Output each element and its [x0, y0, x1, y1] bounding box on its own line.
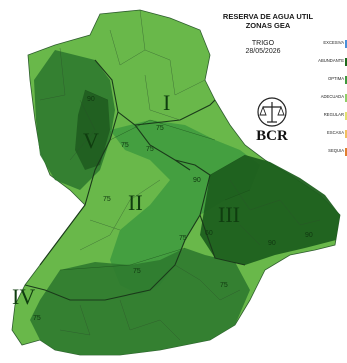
- zone-label-i: I: [163, 90, 171, 115]
- isoline-label: 75: [103, 196, 111, 203]
- isoline-label: 75: [146, 146, 154, 153]
- zone-label-v: V: [83, 128, 99, 153]
- date-label: 28/05/2026: [245, 48, 281, 55]
- legend-item: ABUNDANTE: [308, 58, 347, 68]
- legend-label: ESCASA: [327, 130, 344, 135]
- map-region-v-darker: [75, 90, 110, 170]
- isoline-label: 75: [121, 142, 129, 149]
- map-region-iii-dark: [200, 155, 340, 265]
- legend-swatch: [345, 76, 347, 84]
- legend-swatch: [345, 58, 347, 66]
- legend-swatch: [345, 148, 347, 156]
- legend-swatch: [345, 94, 347, 102]
- legend-item: EXCESIVA: [308, 40, 347, 50]
- legend-swatch: [345, 112, 347, 120]
- bcr-logo: BCR: [254, 96, 290, 146]
- title-line1: RESERVA DE AGUA UTIL: [222, 12, 314, 21]
- zone-label-ii: II: [128, 190, 143, 215]
- isoline-label: 90: [268, 240, 276, 247]
- zone-label-iii: III: [218, 202, 240, 227]
- isoline-label: 75: [179, 235, 187, 242]
- subtitle-block: TRIGO 28/05/2026: [238, 40, 288, 56]
- isoline-label: 75: [133, 268, 141, 275]
- legend-swatch: [345, 130, 347, 138]
- zone-label-iv: IV: [12, 284, 36, 309]
- isoline-label: 75: [156, 125, 164, 132]
- isoline-label: 90: [193, 177, 201, 184]
- legend-item: ESCASA: [308, 130, 347, 140]
- scales-of-justice-icon: [257, 97, 287, 127]
- isoline-label: 60: [205, 230, 213, 237]
- legend-label: OPTIMA: [327, 76, 344, 81]
- legend-label: SEQUIA: [328, 148, 344, 153]
- legend-swatch: [345, 40, 347, 48]
- isolines: [59, 89, 251, 271]
- legend-item: OPTIMA: [308, 76, 347, 86]
- bcr-logo-text: BCR: [256, 128, 288, 144]
- legend-item: SEQUIA: [308, 148, 347, 158]
- map-region-iv-dark: [30, 248, 250, 355]
- legend-label: EXCESIVA: [323, 40, 344, 45]
- isoline-label: 75: [33, 315, 41, 322]
- map-region-center-medium: [110, 120, 260, 295]
- zone-boundary-lines: [24, 59, 246, 301]
- title-block: RESERVA DE AGUA UTIL ZONAS GEA: [218, 12, 318, 30]
- title-line2: ZONAS GEA: [245, 21, 291, 30]
- isoline-label: 90: [87, 96, 95, 103]
- crop-label: TRIGO: [251, 40, 275, 47]
- legend-label: ADECUADA: [320, 94, 344, 99]
- legend-item: ADECUADA: [308, 94, 347, 104]
- legend-label: REGULAR: [323, 112, 344, 117]
- legend-label: ABUNDANTE: [318, 58, 344, 63]
- legend-item: REGULAR: [308, 112, 347, 122]
- isoline-label: 75: [220, 282, 228, 289]
- county-boundary-lines: [39, 9, 321, 341]
- isoline-label: 90: [305, 232, 313, 239]
